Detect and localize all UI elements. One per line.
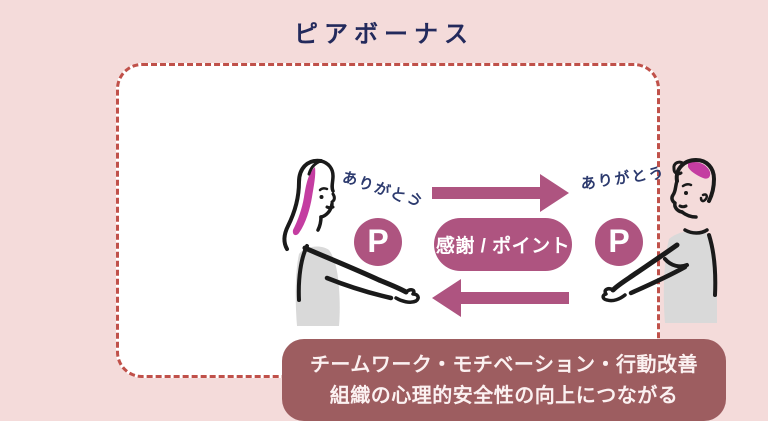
woman-giving-thanks-icon [282,158,420,326]
point-badge-left: P [354,218,402,266]
benefit-banner: チームワーク・モチベーション・行動改善 組織の心理的安全性の向上につながる [282,339,726,421]
exchange-pill: 感謝 / ポイント [434,218,572,271]
arrow-left-icon [432,279,569,317]
point-badge-right: P [595,218,643,266]
man-giving-thanks-icon [601,158,718,323]
benefit-line-2: 組織の心理的安全性の向上につながる [329,384,679,407]
benefit-line-1: チームワーク・モチベーション・行動改善 [309,353,699,376]
arrow-right-icon [432,174,569,212]
peer-bonus-infographic: ピアボーナス [116,21,726,421]
diagram-card: ありがとう ありがとう P P 感謝 / ポイント チームワーク・モチベーション… [116,63,726,421]
page-title: ピアボーナス [294,21,474,48]
